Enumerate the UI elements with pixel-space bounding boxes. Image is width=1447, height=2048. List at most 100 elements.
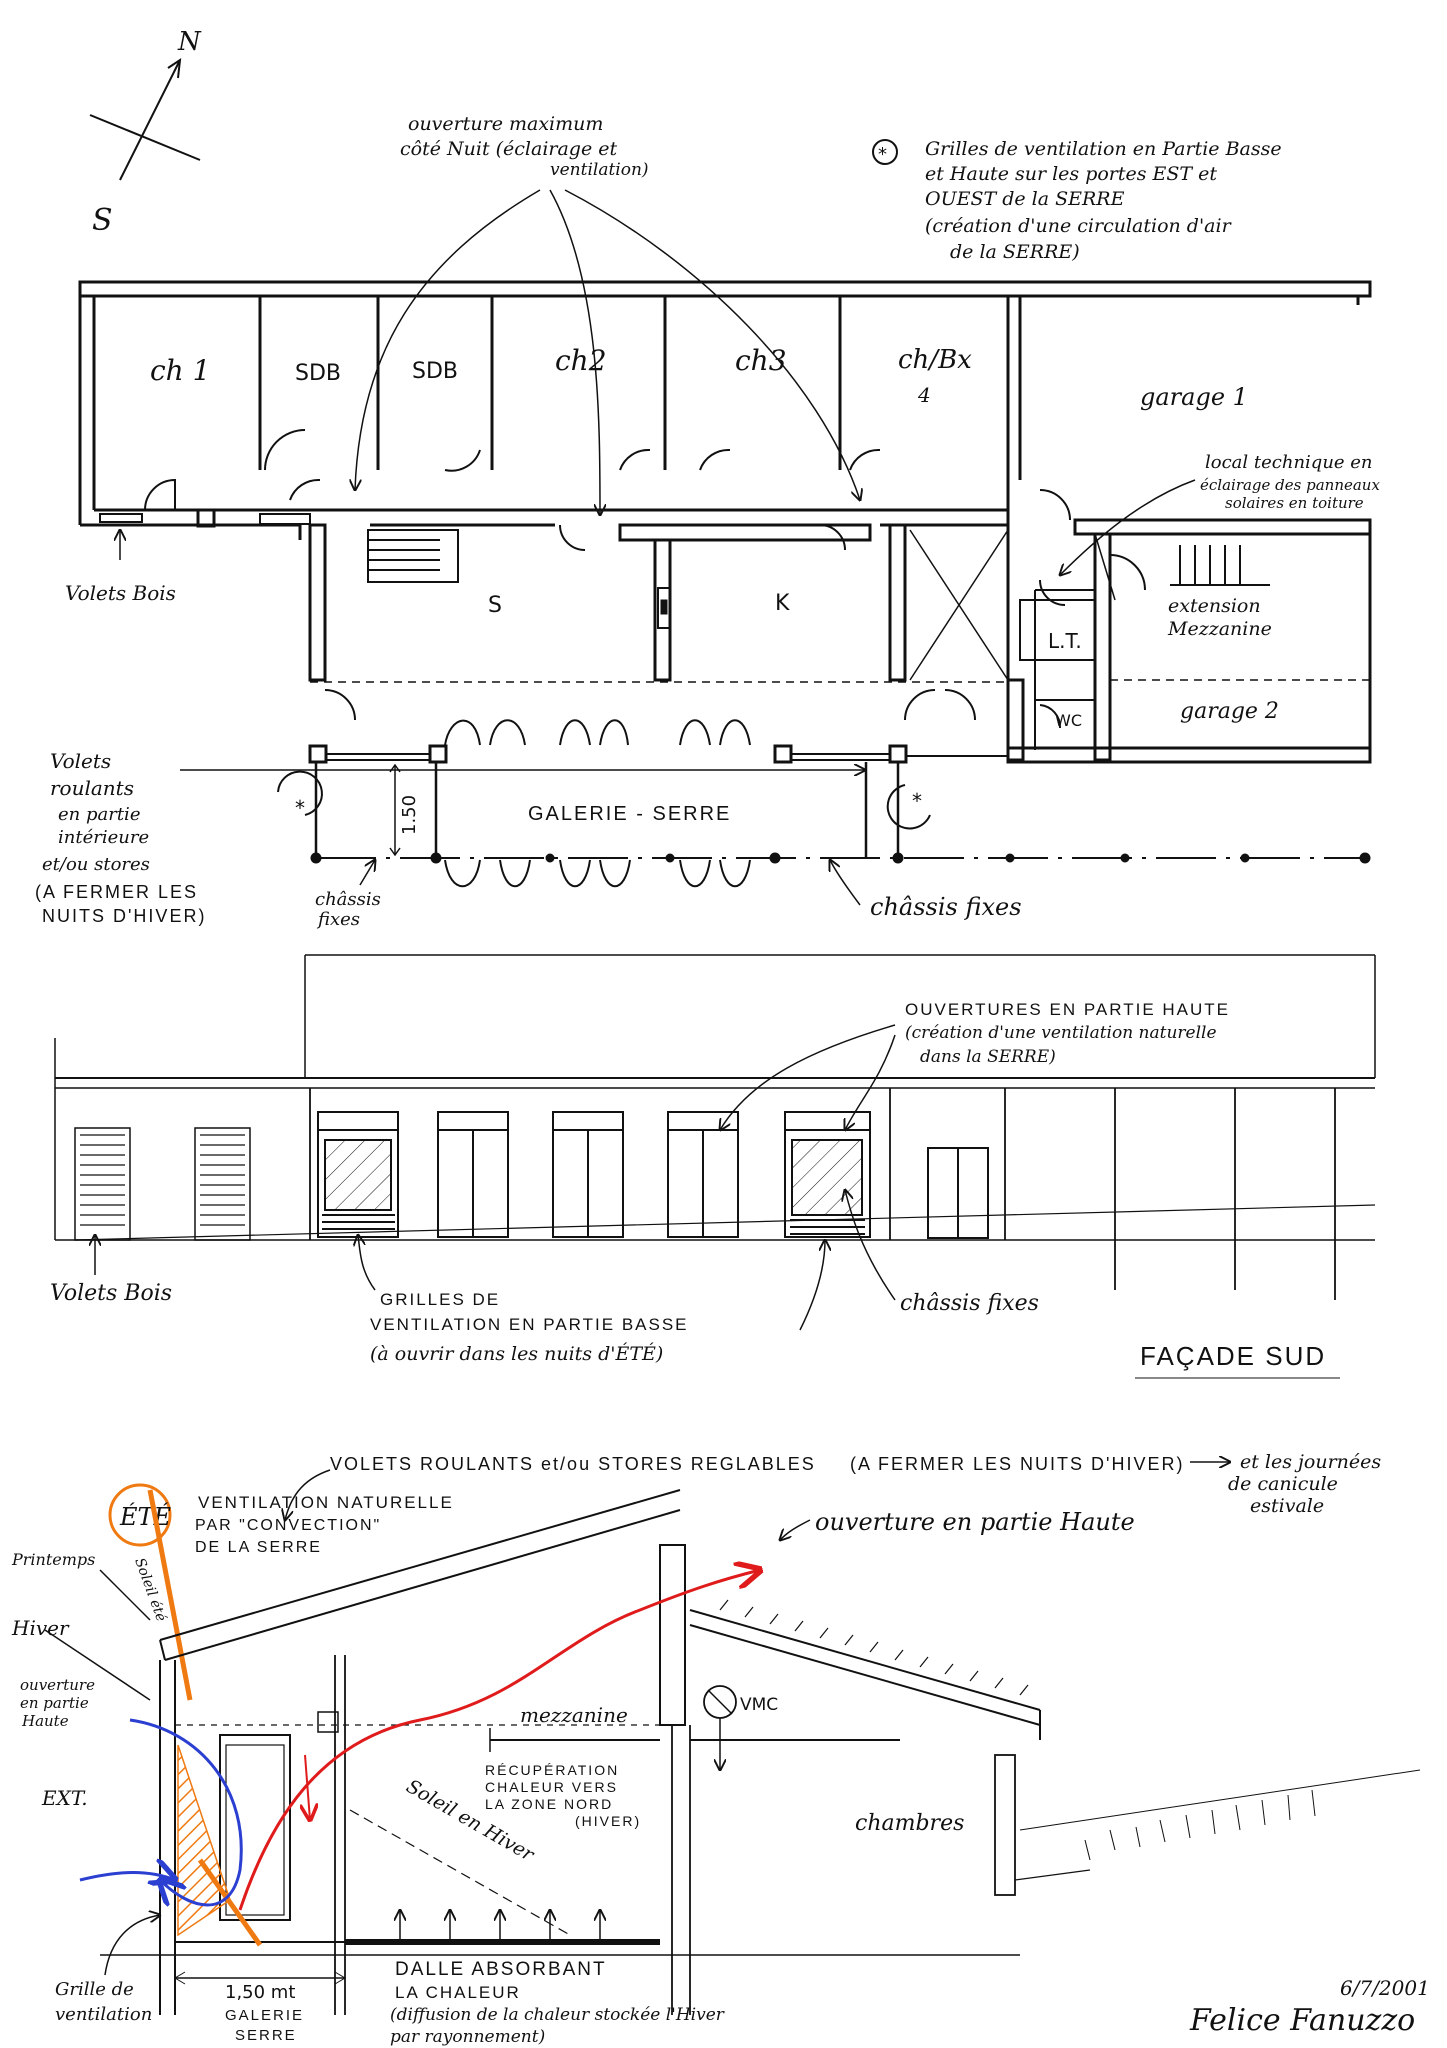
room-lt: L.T. [1048, 629, 1082, 653]
room-k: K [775, 591, 790, 616]
warm-air-down [305, 1754, 310, 1820]
ouverture-haute-label: ouverture en partie Haute [815, 1508, 1135, 1536]
room-s: S [488, 593, 502, 618]
plan-note-top: ouverture maximum côté Nuit (éclairage e… [400, 113, 649, 180]
galerie-dimension: 1.50 [399, 795, 420, 835]
section-volets-paren: (A FERMER LES NUITS D'HIVER) [850, 1454, 1184, 1474]
ext-label: EXT. [41, 1786, 88, 1810]
compass-cross-line [89, 114, 201, 161]
compass-north-label: N [177, 27, 202, 57]
volets-roulants-line-1: Volets [50, 749, 111, 773]
local-technique-line-1: local technique en [1205, 452, 1373, 473]
grilles-line-2: VENTILATION EN PARTIE BASSE [370, 1315, 689, 1334]
grille-asterisk-west: * [295, 796, 305, 820]
section-galerie-1: GALERIE [225, 2007, 304, 2024]
room-ch3: ch3 [735, 344, 787, 377]
ventilation-grille-symbols: * * [277, 770, 931, 830]
legend-line-5: de la SERRE) [950, 241, 1080, 263]
legend-line-2: et Haute sur les portes EST et [925, 163, 1217, 185]
legend-asterisk: * [878, 144, 887, 165]
facade-shutter-slats [80, 1134, 245, 1226]
ventilation-line-1: VENTILATION NATURELLE [198, 1493, 454, 1512]
room-garage-1: garage 1 [1140, 383, 1248, 411]
facade-title: FAÇADE SUD [1140, 1341, 1326, 1371]
compass-north-line [119, 59, 181, 181]
legend-line-3: OUEST de la SERRE [925, 188, 1125, 210]
chambres-label: chambres [855, 1811, 964, 1836]
right-roof-tiles [719, 1599, 1029, 1696]
chassis-right-label: châssis fixes [870, 893, 1022, 921]
local-technique-line-3: solaires en toiture [1225, 494, 1364, 512]
recuperation-3: LA ZONE NORD [485, 1796, 613, 1812]
ete-label: ÉTÉ [119, 1502, 172, 1531]
grilles-line-1: GRILLES DE [380, 1290, 500, 1309]
volets-note-2: de canicule [1228, 1473, 1338, 1495]
facade-chassis-label: châssis fixes [900, 1291, 1039, 1316]
recuperation-2: CHALEUR VERS [485, 1779, 618, 1795]
volets-roulants-line-3: en partie [58, 804, 140, 825]
grille-note: Grille de ventilation [55, 1915, 160, 2025]
room-wc: WC [1055, 711, 1082, 730]
chassis-left-line-2: fixes [316, 909, 360, 930]
ouvertures-line-1: OUVERTURES EN PARTIE HAUTE [905, 1000, 1230, 1019]
ouverture-hiver-note: ouverture en partie Haute [20, 1676, 95, 1730]
room-sdb-1: SDB [295, 361, 341, 386]
legend-line-1: Grilles de ventilation en Partie Basse [925, 138, 1282, 160]
ouvertures-line-2: (création d'une ventilation naturelle [905, 1023, 1217, 1043]
room-ch1: ch 1 [150, 354, 210, 387]
volets-roulants-line-7: NUITS D'HIVER) [42, 906, 206, 926]
grille-line-2: ventilation [55, 2004, 152, 2025]
grass-strokes [1084, 1789, 1316, 1861]
room-mezzanine-2: Mezzanine [1167, 618, 1272, 640]
facade-ouvertures-note: OUVERTURES EN PARTIE HAUTE (création d'u… [720, 1000, 1230, 1130]
chassis-left-line-1: châssis [315, 889, 381, 910]
dalle-line-1: DALLE ABSORBANT [395, 1959, 607, 1980]
ouverture-haute-leader [780, 1519, 811, 1540]
ouverture-hiver-1: ouverture [20, 1676, 95, 1694]
ventilation-note: VENTILATION NATURELLE PAR "CONVECTION" D… [195, 1493, 454, 1556]
legend-asterisk-circle [872, 139, 898, 165]
sketch-date: 6/7/2001 [1340, 1976, 1430, 2000]
volets-note-1: et les journées [1240, 1451, 1381, 1473]
warm-air-flow [238, 1570, 760, 1911]
facade-sud [54, 954, 1376, 1300]
room-garage-2: garage 2 [1180, 699, 1279, 724]
note-top-line-3: ventilation) [550, 160, 649, 180]
legend-line-4: (création d'une circulation d'air [925, 215, 1233, 237]
diffusion-line-1: (diffusion de la chaleur stockée l'Hiver [390, 2005, 725, 2025]
grille-asterisk-east: * [912, 789, 922, 813]
chassis-fixes-left: châssis fixes [315, 860, 381, 930]
room-ch4: ch/Bx [898, 345, 972, 375]
vmc-label: VMC [740, 1695, 778, 1715]
room-mezzanine-1: extension [1168, 595, 1261, 617]
dalle-note: DALLE ABSORBANT LA CHALEUR (diffusion de… [390, 1959, 725, 2047]
floor-plan [78, 280, 1372, 888]
plan-legend: * Grilles de ventilation en Partie Basse… [872, 138, 1282, 263]
volets-roulants-line-2: roulants [50, 776, 134, 800]
room-labels: ch 1 SDB SDB ch2 ch3 ch/Bx 4 garage 1 S … [150, 344, 1279, 835]
compass-rose [89, 57, 201, 181]
plan-north-wall [78, 280, 1372, 298]
ouvertures-line-3: dans la SERRE) [920, 1047, 1056, 1067]
volets-roulants-note: Volets roulants en partie intérieure et/… [35, 749, 865, 926]
volets-roulants-line-4: intérieure [58, 827, 149, 848]
section-building [100, 1489, 1421, 2015]
note-top-line-2: côté Nuit (éclairage et [400, 138, 617, 160]
recuperation-1: RÉCUPÉRATION [485, 1762, 619, 1778]
compass-arrowhead [167, 57, 182, 79]
hiver-label: Hiver [11, 1616, 70, 1640]
sun-rays [44, 1489, 193, 1701]
ouverture-hiver-2: en partie [20, 1694, 89, 1712]
ventilation-line-3: DE LA SERRE [195, 1539, 322, 1556]
grilles-line-3: (à ouvrir dans les nuits d'ÉTÉ) [370, 1342, 663, 1365]
section-dimension: 1,50 mt [225, 1982, 295, 2003]
printemps-label: Printemps [11, 1550, 95, 1569]
dalle-line-2: LA CHALEUR [395, 1983, 521, 2002]
recuperation-note: RÉCUPÉRATION CHALEUR VERS LA ZONE NORD (… [485, 1762, 639, 1829]
chassis-fixes-right: châssis fixes [830, 860, 1022, 921]
room-ch4-number: 4 [917, 383, 931, 407]
signature: Felice Fanuzzo [1189, 2003, 1415, 2038]
diffusion-line-2: par rayonnement) [390, 2027, 545, 2047]
facade-chassis-note: châssis fixes [845, 1190, 1039, 1316]
